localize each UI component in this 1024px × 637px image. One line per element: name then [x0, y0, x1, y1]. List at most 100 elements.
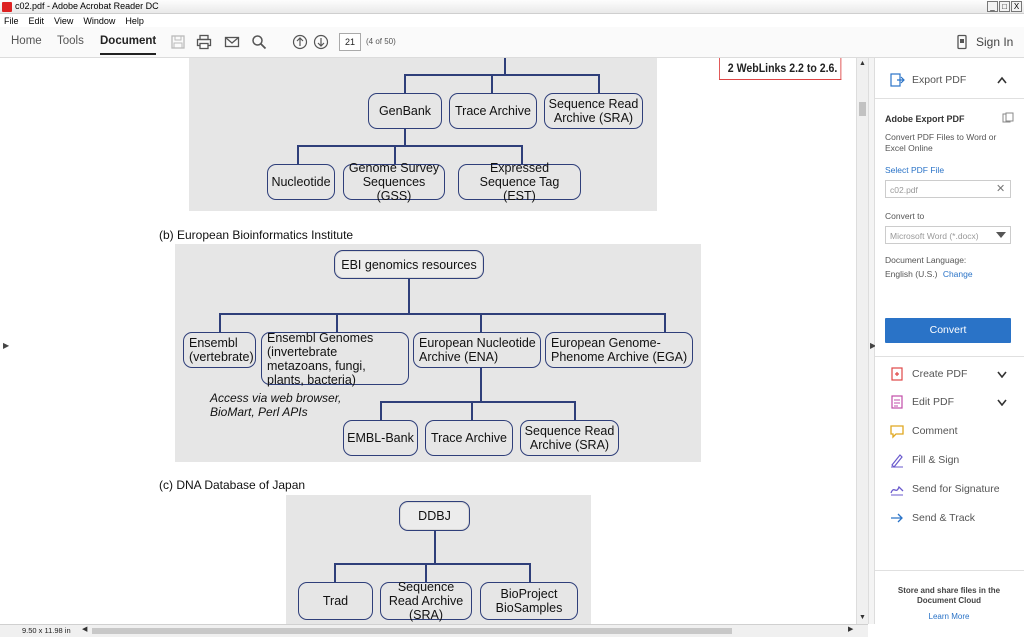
caption-ebi: (b) European Bioinformatics Institute	[159, 228, 354, 242]
title-bar: c02.pdf - Adobe Acrobat Reader DC _ □ X	[0, 0, 1024, 14]
tool-comment[interactable]: Comment	[889, 423, 958, 439]
format-select-value: Microsoft Word (*.docx)	[890, 231, 979, 241]
menu-file[interactable]: File	[4, 15, 19, 26]
node-trad: Trad	[298, 582, 373, 620]
node-est: Expressed Sequence Tag (EST)	[458, 161, 581, 203]
info-icon[interactable]	[1002, 112, 1014, 124]
sign-in-link[interactable]: Sign In	[976, 35, 1014, 49]
maximize-button[interactable]: □	[999, 1, 1010, 12]
minimize-button[interactable]: _	[987, 1, 998, 12]
toolbar: Home Tools Document 21 (4	[0, 27, 1024, 58]
document-cloud-promo: Store and share files in the Document Cl…	[897, 586, 1001, 605]
node-ebi-trace-archive: Trace Archive	[425, 420, 513, 456]
right-tools-panel: Export PDF Adobe Export PDF Convert PDF …	[875, 58, 1024, 637]
tool-label: Comment	[912, 425, 958, 437]
horizontal-scroll-thumb[interactable]	[92, 628, 732, 634]
page-size: 9.50 x 11.98 in	[22, 626, 71, 635]
fill-sign-icon	[891, 454, 903, 468]
convert-to-label: Convert to	[885, 211, 925, 221]
tool-fill-sign[interactable]: Fill & Sign	[889, 452, 959, 468]
select-pdf-label: Select PDF File	[885, 165, 945, 175]
horizontal-scrollbar[interactable]: ◀ ▶	[82, 626, 857, 636]
page-number-input[interactable]: 21	[339, 33, 361, 51]
export-pdf-header[interactable]: Export PDF	[889, 72, 966, 88]
node-ensembl-genomes: Ensembl Genomes (invertebrate metazoans,…	[261, 331, 409, 387]
scroll-right-icon[interactable]: ▶	[848, 626, 854, 633]
node-embl-bank: EMBL-Bank	[343, 420, 418, 456]
adobe-export-title: Adobe Export PDF	[885, 114, 965, 124]
access-note: Access via web browser, BioMart, Perl AP…	[210, 391, 342, 419]
node-ega: European Genome-Phenome Archive (EGA)	[545, 332, 693, 368]
print-icon[interactable]	[196, 34, 212, 50]
node-ebi-root: EBI genomics resources	[334, 250, 484, 279]
learn-more-link[interactable]: Learn More	[928, 612, 970, 621]
node-ddbj-root: DDBJ	[399, 501, 470, 531]
node-sra: Sequence Read Archive (SRA)	[544, 93, 643, 129]
tool-label: Edit PDF	[912, 396, 955, 408]
dropdown-arrow-icon[interactable]	[996, 232, 1006, 238]
menu-edit[interactable]: Edit	[28, 15, 45, 26]
clear-file-icon[interactable]: ✕	[996, 183, 1006, 195]
scroll-down-icon[interactable]: ▼	[859, 614, 866, 621]
scroll-thumb[interactable]	[859, 102, 866, 116]
status-bar: 9.50 x 11.98 in ◀ ▶	[0, 624, 868, 637]
acrobat-app-icon	[2, 2, 12, 12]
edit-pdf-icon	[891, 395, 903, 409]
node-ebi-sra: Sequence Read Archive (SRA)	[520, 420, 619, 456]
email-icon[interactable]	[224, 34, 240, 50]
menu-help[interactable]: Help	[125, 15, 144, 26]
chevron-down-icon[interactable]	[997, 399, 1007, 406]
save-icon[interactable]	[170, 34, 186, 50]
comment-icon	[890, 425, 904, 439]
export-description: Convert PDF Files to Word or Excel Onlin…	[885, 132, 997, 153]
export-pdf-title: Export PDF	[912, 74, 967, 86]
chevron-down-icon[interactable]	[997, 371, 1007, 378]
node-ensembl: Ensembl (vertebrate)	[183, 332, 256, 368]
search-icon[interactable]	[251, 34, 267, 50]
close-button[interactable]: X	[1011, 1, 1022, 12]
node-bioproject: BioProject BioSamples	[480, 582, 578, 620]
chevron-up-icon[interactable]	[997, 76, 1007, 84]
doc-language-label: Document Language:	[885, 255, 967, 265]
tool-create-pdf[interactable]: Create PDF	[889, 366, 967, 382]
tool-label: Send & Track	[912, 512, 976, 524]
selected-file-value: c02.pdf	[890, 185, 918, 195]
tab-document[interactable]: Document	[100, 35, 157, 55]
tool-label: Fill & Sign	[912, 454, 960, 466]
tool-edit-pdf[interactable]: Edit PDF	[889, 394, 954, 410]
tool-send-track[interactable]: Send & Track	[889, 510, 975, 526]
collapse-panel-icon[interactable]: ▶	[870, 341, 877, 350]
tab-tools[interactable]: Tools	[57, 35, 84, 47]
send-track-icon	[891, 513, 903, 523]
menu-bar: File Edit View Window Help	[0, 14, 1024, 27]
node-gss: Genome Survey Sequences (GSS)	[343, 161, 445, 203]
node-ddbj-sra: Sequence Read Archive (SRA)	[380, 580, 472, 622]
menu-view[interactable]: View	[54, 15, 74, 26]
scroll-left-icon[interactable]: ◀	[82, 626, 88, 633]
send-signature-icon	[890, 485, 904, 496]
node-nucleotide: Nucleotide	[267, 164, 335, 200]
node-ena: European Nucleotide Archive (ENA)	[413, 332, 541, 368]
selected-file-field[interactable]: c02.pdf	[885, 180, 1011, 198]
tool-label: Create PDF	[912, 368, 968, 380]
page-count: (4 of 50)	[366, 37, 396, 46]
tool-send-for-signature[interactable]: Send for Signature	[889, 481, 1000, 497]
convert-button[interactable]: Convert	[885, 318, 1011, 343]
format-select[interactable]: Microsoft Word (*.docx)	[885, 226, 1011, 244]
right-panel-toggle[interactable]: ▶	[868, 58, 877, 624]
change-language-link[interactable]: Change	[942, 269, 973, 279]
node-trace-archive: Trace Archive	[449, 93, 537, 129]
tab-home[interactable]: Home	[11, 35, 42, 47]
window-title: c02.pdf - Adobe Acrobat Reader DC	[15, 1, 159, 11]
export-pdf-icon	[890, 73, 905, 87]
create-pdf-icon	[891, 367, 903, 381]
node-genbank: GenBank	[368, 93, 442, 129]
next-page-icon[interactable]	[313, 34, 329, 50]
menu-window[interactable]: Window	[83, 15, 116, 26]
vertical-scrollbar[interactable]: ▲ ▼	[856, 58, 868, 624]
left-panel-toggle-icon[interactable]: ▶	[3, 341, 10, 350]
document-view[interactable]: ▶ 2 WebLinks 2.2 to 2.6. GenBank Trace A…	[0, 58, 868, 624]
previous-page-icon[interactable]	[292, 34, 308, 50]
scroll-up-icon[interactable]: ▲	[859, 60, 866, 67]
